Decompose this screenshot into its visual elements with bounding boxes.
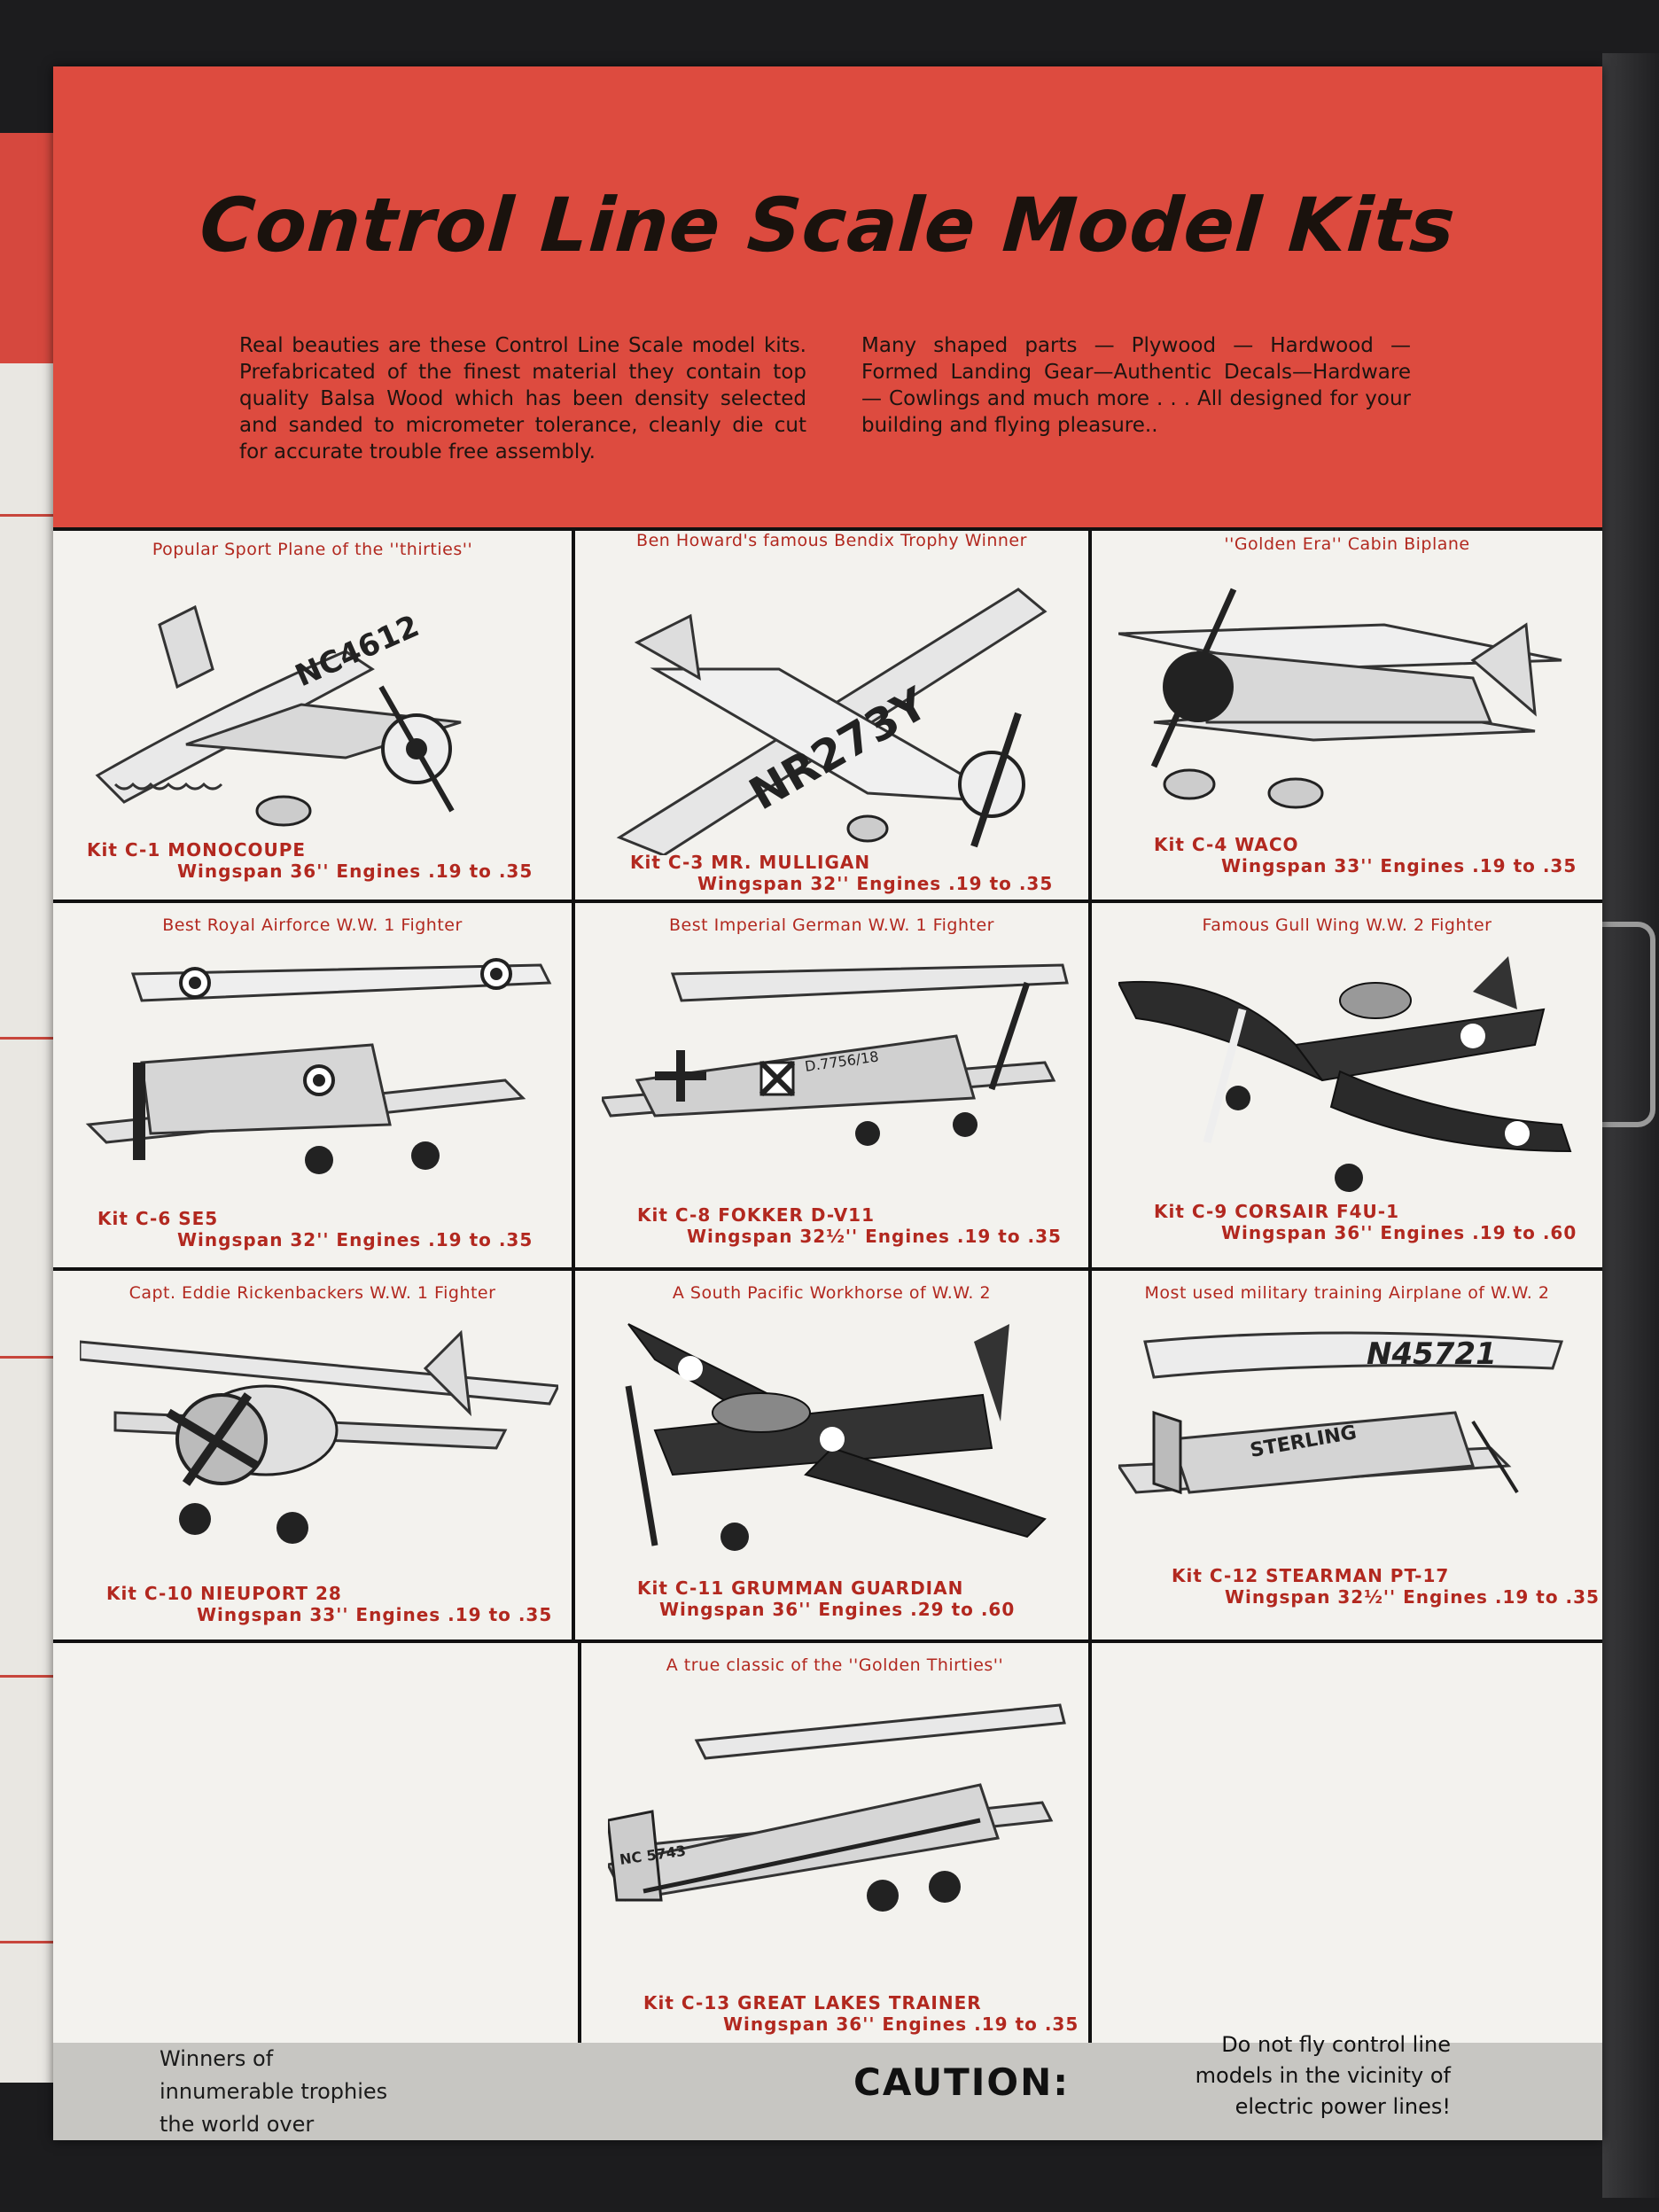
kit-caption: Best Royal Airforce W.W. 1 Fighter — [162, 915, 463, 935]
kit-spec: Wingspan 32'' Engines .19 to .35 — [177, 1229, 534, 1250]
header-banner: Control Line Scale Model Kits Real beaut… — [53, 66, 1602, 527]
kit-spec: Wingspan 32'' Engines .19 to .35 — [697, 873, 1054, 894]
kit-name: Kit C-8 FOKKER D-V11 — [637, 1204, 876, 1226]
kit-cell-c4: ''Golden Era'' Cabin Biplane Kit C-4 WAC… — [1092, 527, 1602, 900]
caution-line: Do not fly control line — [1221, 2032, 1451, 2057]
kit-cell-c13: A true classic of the ''Golden Thirties'… — [581, 1643, 1088, 2043]
footer-band — [53, 2043, 1602, 2140]
kit-spec: Wingspan 33'' Engines .19 to .35 — [197, 1604, 553, 1625]
kit-caption: ''Golden Era'' Cabin Biplane — [1224, 534, 1470, 554]
grumman-guardian-plane-illustration — [625, 1323, 1047, 1551]
kit-cell-c9: Famous Gull Wing W.W. 2 Fighter Kit C-9 … — [1092, 903, 1602, 1267]
grid-line — [53, 1640, 1602, 1643]
kit-caption: A South Pacific Workhorse of W.W. 2 — [672, 1283, 992, 1303]
kit-caption: Most used military training Airplane of … — [1144, 1283, 1550, 1303]
kit-cell-c10: Capt. Eddie Rickenbackers W.W. 1 Fighter… — [53, 1271, 572, 1640]
kit-spec: Wingspan 36'' Engines .19 to .35 — [723, 2013, 1079, 2035]
binder-clip — [1602, 922, 1655, 1127]
kit-cell-c6: Best Royal Airforce W.W. 1 Fighter Kit C… — [53, 903, 572, 1267]
winners-line: innumerable trophies — [160, 2079, 388, 2104]
kit-name: Kit C-6 SE5 — [97, 1208, 219, 1229]
kit-caption: Ben Howard's famous Bendix Trophy Winner — [636, 531, 1027, 550]
grid-line — [53, 527, 1602, 531]
kit-caption: Popular Sport Plane of the ''thirties'' — [152, 540, 473, 559]
caution-label: CAUTION: — [853, 2060, 1071, 2104]
grid-line — [53, 1267, 1602, 1271]
intro-left: Real beauties are these Control Line Sca… — [239, 334, 806, 463]
registration-text: N45721 — [1367, 1336, 1497, 1372]
kit-name: Kit C-11 GRUMMAN GUARDIAN — [637, 1577, 964, 1599]
kit-cell-c3: Ben Howard's famous Bendix Trophy Winner… — [575, 527, 1088, 900]
grid-line — [572, 527, 575, 1640]
page-title: Control Line Scale Model Kits — [197, 182, 1459, 269]
kit-caption: Capt. Eddie Rickenbackers W.W. 1 Fighter — [129, 1283, 496, 1303]
kit-name: Kit C-13 GREAT LAKES TRAINER — [643, 1992, 982, 2013]
kit-spec: Wingspan 36'' Engines .19 to .35 — [177, 861, 534, 882]
registration-text: NC4612 — [290, 608, 424, 694]
kit-caption: Best Imperial German W.W. 1 Fighter — [669, 915, 994, 935]
kit-cell-c11: A South Pacific Workhorse of W.W. 2 Kit … — [575, 1271, 1088, 1640]
corsair-plane-illustration — [1118, 956, 1572, 1192]
nieuport-plane-illustration — [80, 1329, 558, 1544]
winners-line: Winners of — [160, 2046, 274, 2071]
kit-name: Kit C-3 MR. MULLIGAN — [630, 852, 871, 873]
waco-plane-illustration — [1118, 588, 1562, 809]
grid-line — [1088, 527, 1092, 2043]
stearman-plane-illustration: N45721 STERLING — [1118, 1331, 1564, 1495]
kit-grid: Popular Sport Plane of the ''thirties'' … — [53, 527, 1602, 2043]
kit-name: Kit C-10 NIEUPORT 28 — [106, 1583, 342, 1604]
kit-spec: Wingspan 32½'' Engines .19 to .35 — [1225, 1586, 1600, 1608]
caution-text: Do not fly control line models in the vi… — [1145, 2029, 1451, 2122]
kit-cell-c12: Most used military training Airplane of … — [1092, 1271, 1602, 1640]
grid-line — [578, 1640, 581, 2043]
kit-caption: A true classic of the ''Golden Thirties'… — [666, 1655, 1004, 1675]
grid-line — [53, 900, 1602, 903]
left-page-stripe — [0, 514, 71, 517]
intro-right: Many shaped parts — Plywood — Hardwood —… — [861, 334, 1411, 437]
kit-spec: Wingspan 36'' Engines .29 to .60 — [659, 1599, 1016, 1620]
kit-cell-c8: Best Imperial German W.W. 1 Fighter D.77… — [575, 903, 1088, 1267]
left-page-stripe — [0, 1941, 71, 1943]
kit-name: Kit C-12 STEARMAN PT-17 — [1172, 1565, 1450, 1586]
kit-name: Kit C-4 WACO — [1154, 834, 1299, 855]
great-lakes-plane-illustration: NC 5743 — [608, 1703, 1066, 1912]
fokker-plane-illustration: D.7756/18 — [602, 963, 1069, 1146]
kit-name: Kit C-1 MONOCOUPE — [87, 839, 307, 861]
kit-spec: Wingspan 32½'' Engines .19 to .35 — [687, 1226, 1062, 1247]
caution-line: models in the vicinity of — [1195, 2063, 1451, 2088]
kit-caption: Famous Gull Wing W.W. 2 Fighter — [1202, 915, 1492, 935]
catalog-page: Control Line Scale Model Kits Real beaut… — [53, 66, 1602, 2140]
left-page-stripe — [0, 1356, 71, 1359]
winners-line: the world over — [160, 2112, 315, 2137]
se5-plane-illustration — [85, 958, 552, 1174]
kit-cell-c1: Popular Sport Plane of the ''thirties'' … — [53, 527, 572, 900]
winners-text: Winners of innumerable trophies the worl… — [160, 2043, 387, 2141]
kit-spec: Wingspan 33'' Engines .19 to .35 — [1221, 855, 1577, 876]
caution-line: electric power lines! — [1235, 2094, 1451, 2119]
left-page-stripe — [0, 1675, 71, 1678]
kit-spec: Wingspan 36'' Engines .19 to .60 — [1221, 1222, 1577, 1243]
monocoupe-plane-illustration: NC4612 — [95, 604, 462, 827]
left-page-stripe — [0, 1037, 71, 1040]
mr-mulligan-plane-illustration: NR273Y — [616, 588, 1048, 855]
kit-name: Kit C-9 CORSAIR F4U-1 — [1154, 1201, 1399, 1222]
